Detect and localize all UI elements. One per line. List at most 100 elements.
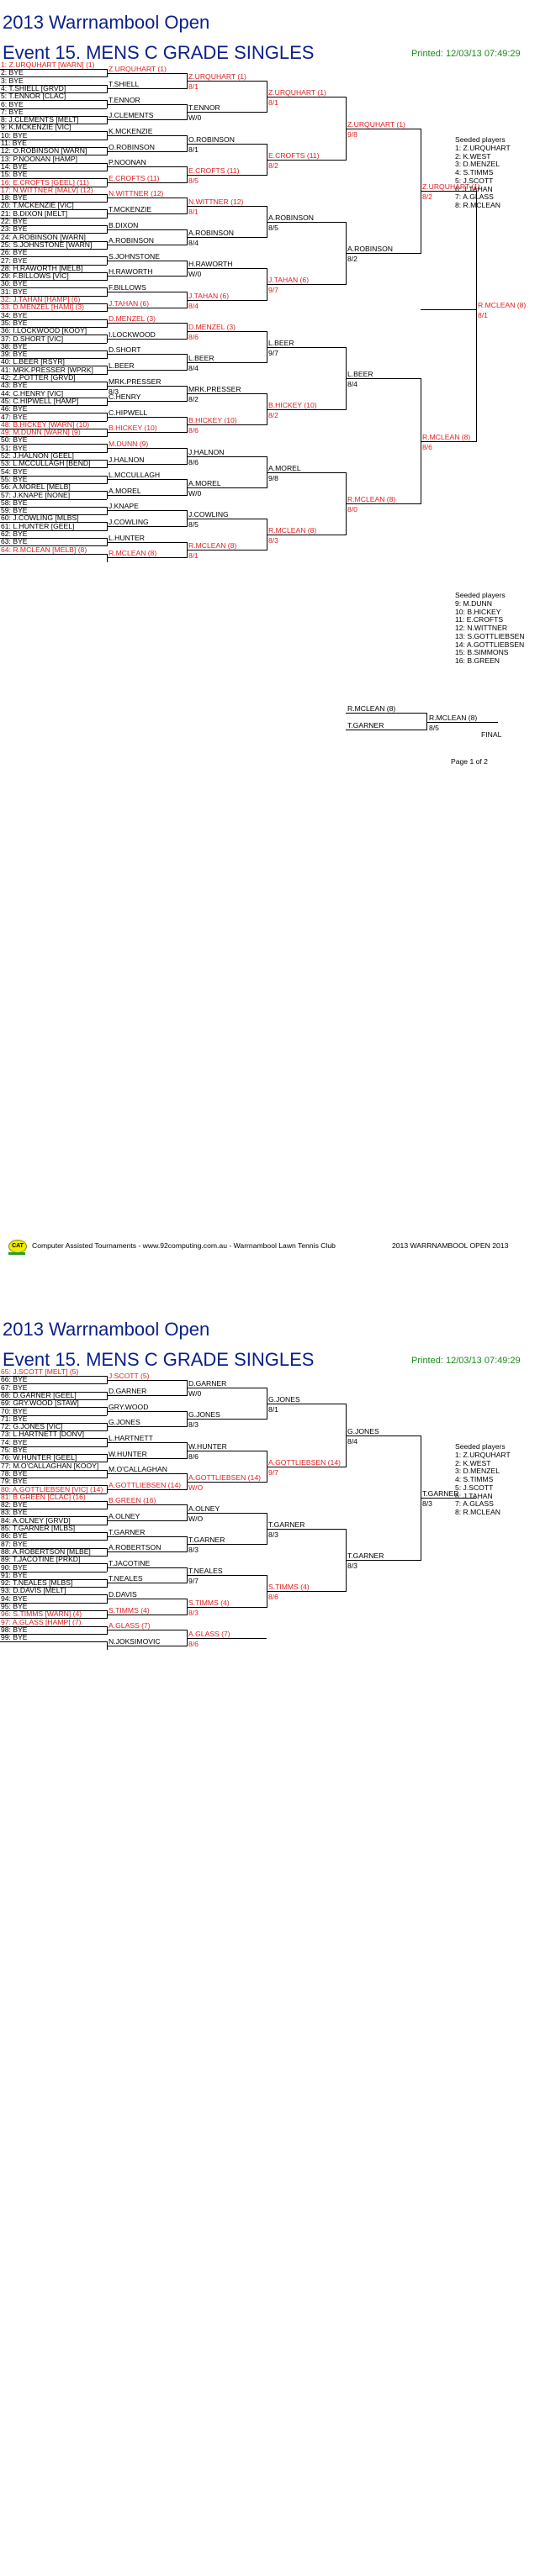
- r2-player: G.JONES: [109, 1418, 140, 1426]
- r3-line: [187, 1544, 267, 1545]
- r4-score: 8/3: [268, 536, 278, 545]
- round1-line: [0, 467, 107, 469]
- round1-line: [0, 100, 107, 102]
- round1-line: [0, 115, 107, 117]
- round1-entry: 25: S.JOHNSTONE [WARN]: [1, 240, 93, 249]
- round2-score: 8/3: [109, 387, 119, 396]
- r5-player: R.MCLEAN (8): [347, 495, 396, 503]
- round1-line: [0, 287, 107, 289]
- seeded-player: 12: N.WITTNER: [455, 624, 508, 633]
- round1-line: [0, 475, 107, 477]
- round1-entry: 94: BYE: [1, 1594, 28, 1603]
- round1-line: [0, 162, 107, 164]
- r2-player: D.GARNER: [109, 1387, 147, 1395]
- r2-player: E.CROFTS (11): [109, 174, 160, 182]
- round1-entry: 86: BYE: [1, 1531, 28, 1541]
- r2-line: [107, 1426, 187, 1427]
- r4-line: [267, 284, 346, 285]
- r2-line: [107, 386, 187, 387]
- round1-line: [0, 1407, 107, 1409]
- r3-line: [187, 112, 267, 113]
- round1-line: [0, 264, 107, 266]
- r2-player: L.BEER: [109, 361, 135, 370]
- round1-line: [0, 303, 107, 304]
- seeded-player: 7: A.GLASS: [455, 192, 494, 202]
- seeded-player: 1: Z.URQUHART: [455, 144, 511, 152]
- r6-player: R.MCLEAN (8): [422, 433, 471, 441]
- r2-line: [107, 88, 187, 89]
- r3-score: 8/6: [188, 1640, 199, 1648]
- round1-line: [0, 1438, 107, 1440]
- round1-entry: 42: Z.POTTER [GRVD]: [1, 373, 76, 382]
- r5-score: 8/0: [347, 505, 357, 514]
- r4-score: 8/6: [268, 1593, 278, 1601]
- r3-score: W/O: [188, 1515, 204, 1523]
- round1-entry: 7: BYE: [1, 107, 24, 116]
- r5-line: [346, 253, 421, 254]
- round1-entry: 91: BYE: [1, 1570, 28, 1579]
- round1-entry: 66: BYE: [1, 1375, 28, 1384]
- r4-score: 8/1: [268, 98, 278, 107]
- round1-line: [0, 436, 107, 438]
- r3-player: R.MCLEAN (8): [188, 541, 237, 550]
- r4-player: Z.URQUHART (1): [268, 88, 326, 97]
- round1-line: [0, 1641, 107, 1643]
- round1-entry: 55: BYE: [1, 474, 28, 483]
- final-winner-line: [427, 722, 498, 723]
- r3-line: [187, 1607, 267, 1608]
- round1-line: [0, 1485, 107, 1487]
- r3-player: J.COWLING: [188, 510, 229, 519]
- seeded-player: 5: J.SCOTT: [455, 1483, 494, 1492]
- round1-entry: 80: A.GOTTLIEBSEN [VIC] (14): [1, 1484, 103, 1493]
- r2-player: W.HUNTER: [109, 1450, 147, 1458]
- r2-line: [107, 370, 187, 371]
- r2-player: B.GREEN (16): [109, 1496, 156, 1504]
- r2-line: [107, 182, 187, 183]
- r3-score: W/O: [188, 1483, 204, 1492]
- r2-player: T.MCKENZIE: [109, 205, 152, 213]
- round1-line: [0, 1555, 107, 1557]
- round1-line: [0, 1532, 107, 1533]
- r5-line: [346, 378, 421, 379]
- round1-line: [0, 1383, 107, 1385]
- round1-entry: 21: B.DIXON [MELT]: [1, 208, 68, 218]
- semifinal-score: 8/1: [478, 311, 488, 319]
- seeded-player: 5: J.SCOTT: [455, 176, 494, 185]
- r2-player: C.HIPWELL: [109, 408, 148, 417]
- round1-entry: 40: L.BEER [RSYR]: [1, 357, 65, 366]
- seeded-player: 2: K.WEST: [455, 1458, 491, 1467]
- r2-line: [107, 401, 187, 402]
- r3-player: S.TIMMS (4): [188, 1599, 230, 1607]
- r2-line: [107, 354, 187, 355]
- round1-entry: 35: BYE: [1, 318, 28, 327]
- round1-entry: 77: M.O'CALLAGHAN [KOOY]: [1, 1461, 99, 1470]
- r4-player: J.TAHAN (6): [268, 276, 310, 284]
- round1-entry: 69: GRY.WOOD [STAW]: [1, 1399, 79, 1408]
- r2-player: D.DAVIS: [109, 1590, 137, 1599]
- round1-entry: 72: G.JONES [VIC]: [1, 1422, 63, 1431]
- r3-line: [187, 268, 267, 269]
- round1-entry: 39: BYE: [1, 350, 28, 359]
- round1-entry: 52: J.HALNON [GEEL]: [1, 451, 74, 460]
- r3-score: 8/3: [188, 1609, 199, 1617]
- r2-line: [107, 557, 187, 558]
- round1-entry: 90: BYE: [1, 1562, 28, 1572]
- r3-line: [187, 424, 267, 425]
- r4-line: [267, 409, 346, 410]
- r3-player: A.MOREL: [188, 479, 221, 487]
- r4-score: 8/2: [268, 411, 278, 419]
- r3-player: D.MENZEL (3): [188, 323, 236, 331]
- r2-player: D.SHORT: [109, 345, 141, 354]
- round1-entry: 49: M.DUNN [WARN] (9): [1, 428, 81, 437]
- round1-entry: 16: E.CROFTS [GEEL] (11): [1, 177, 89, 187]
- final-player: T.GARNER: [347, 721, 384, 730]
- r3-player: T.ENNOR: [188, 103, 220, 112]
- final-connector: [426, 713, 427, 730]
- r2-player: N.WITTNER (12): [109, 189, 164, 198]
- r3-score: 8/6: [188, 458, 199, 466]
- seeded-player: 11: E.CROFTS: [455, 615, 504, 624]
- r2-line: [107, 135, 187, 136]
- r4-player: A.ROBINSON: [268, 213, 314, 222]
- r3-score: 8/1: [188, 208, 199, 216]
- r4-player: R.MCLEAN (8): [268, 526, 317, 535]
